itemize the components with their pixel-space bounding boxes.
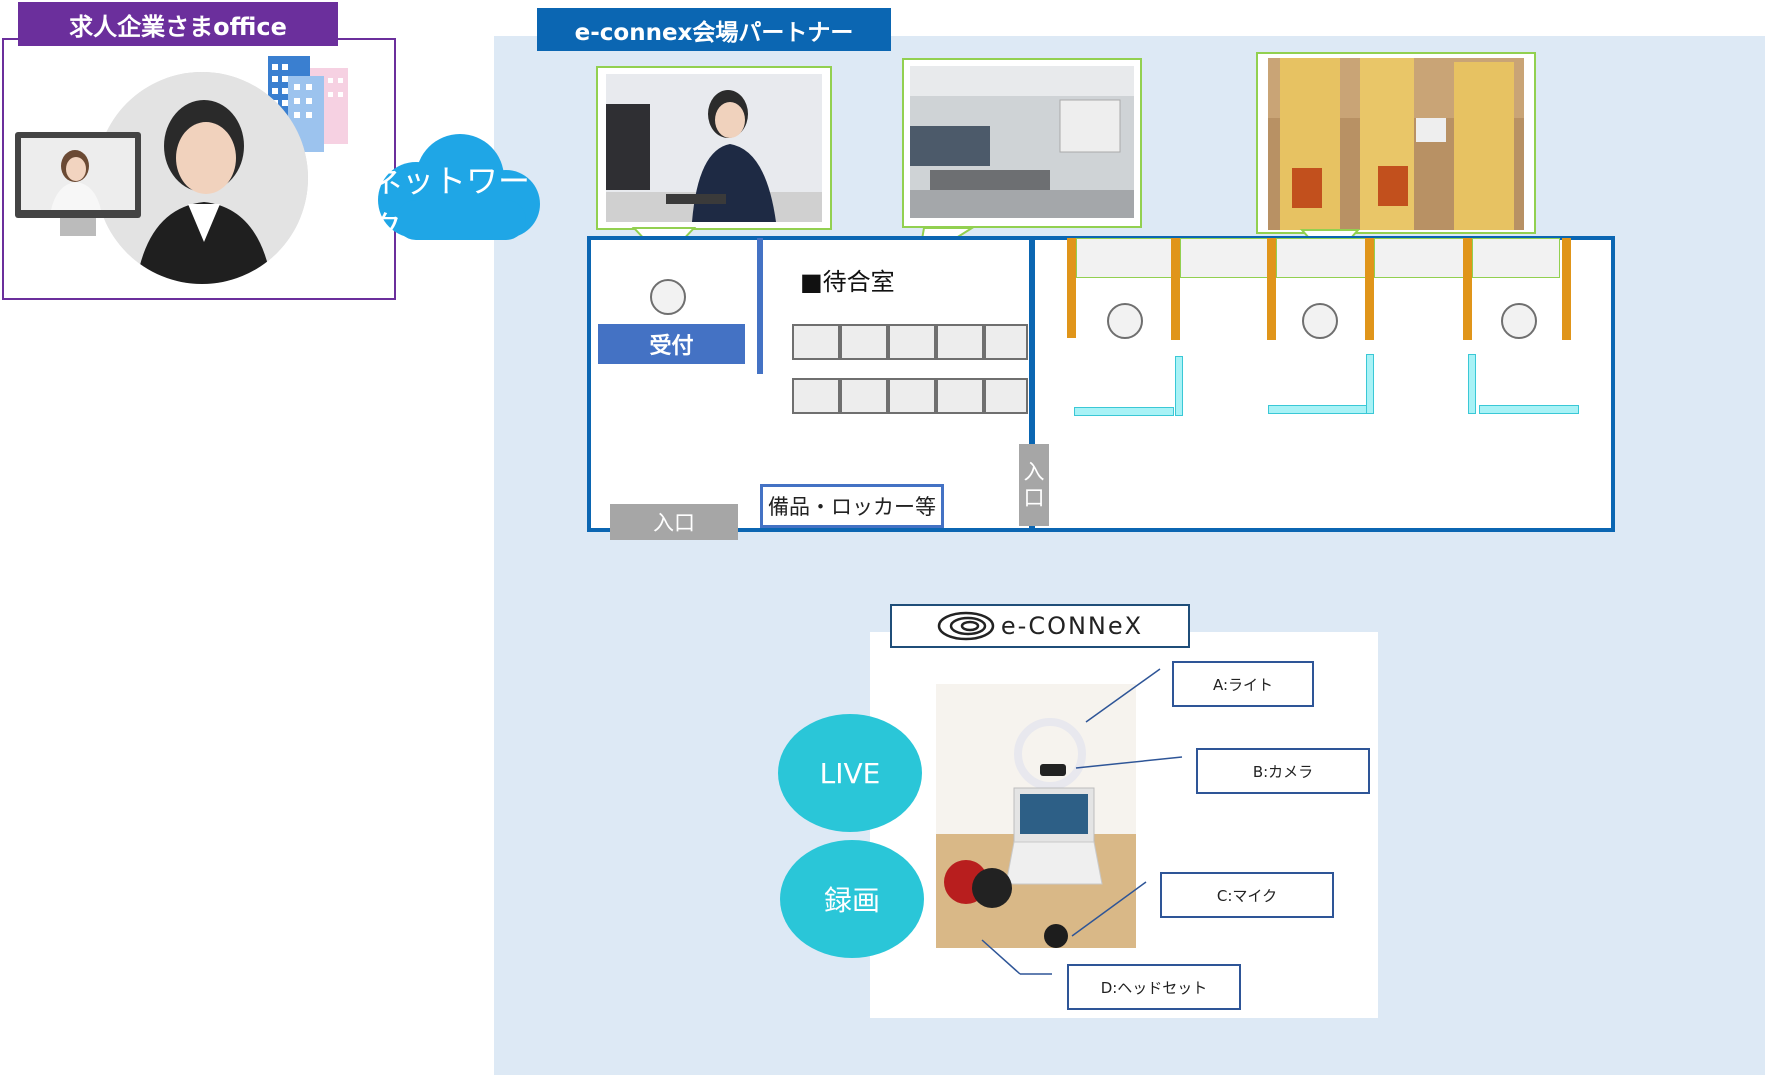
callout-microphone: C:マイク — [1160, 872, 1334, 918]
monitor-stand — [60, 218, 96, 236]
booth-desk — [1366, 354, 1374, 414]
booth-seat — [1501, 303, 1537, 339]
video-call-screen — [21, 138, 135, 210]
reception-partition — [757, 238, 763, 374]
booth-entrance-char: 入 — [1023, 460, 1045, 484]
booth-photo — [1268, 58, 1524, 230]
econnex-swirl-icon — [937, 611, 995, 641]
device-kit-photo — [936, 684, 1136, 948]
booth-floor — [1031, 236, 1615, 532]
booth-partition — [1463, 238, 1472, 340]
reception-photo — [606, 74, 822, 222]
booth-partition — [1562, 238, 1571, 340]
booth-partition — [1067, 238, 1076, 338]
waiting-seat — [984, 324, 1028, 360]
waiting-room-photo — [910, 66, 1134, 218]
booth-desk — [1074, 407, 1174, 416]
equipment-locker-area: 備品・ロッカー等 — [760, 484, 944, 528]
waiting-seat — [936, 324, 984, 360]
waiting-seat — [984, 378, 1028, 414]
waiting-seat — [888, 324, 936, 360]
booth-seat — [1107, 303, 1143, 339]
main-entrance: 入口 — [610, 504, 738, 540]
econnex-logo: e-CONNeX — [890, 604, 1190, 648]
booth-desk — [1479, 405, 1579, 414]
waiting-seat — [792, 378, 840, 414]
booth-top-panel — [1374, 238, 1464, 278]
booth-seat — [1302, 303, 1338, 339]
recording-mode-bubble: 録画 — [780, 840, 924, 958]
office-title: 求人企業さまoffice — [18, 2, 338, 46]
booth-partition — [1267, 238, 1276, 340]
reception-desk: 受付 — [598, 324, 745, 364]
receptionist-seat — [650, 279, 686, 315]
callout-headset: D:ヘッドセット — [1067, 964, 1241, 1010]
booth-entrance: 入 口 — [1019, 444, 1049, 526]
live-mode-bubble: LIVE — [778, 714, 922, 832]
econnex-logo-text: e-CONNeX — [1000, 612, 1144, 640]
booth-top-panel — [1076, 238, 1174, 278]
booth-desk — [1268, 405, 1368, 414]
waiting-seat — [888, 378, 936, 414]
waiting-seat — [840, 378, 888, 414]
booth-desk — [1468, 354, 1476, 414]
network-label: ネットワーク — [370, 162, 531, 246]
network-cloud-icon — [378, 134, 540, 240]
booth-desk — [1175, 356, 1183, 416]
waiting-seat — [840, 324, 888, 360]
callout-light: A:ライト — [1172, 661, 1314, 707]
booth-top-panel — [1180, 238, 1270, 278]
waiting-seat — [792, 324, 840, 360]
booth-entrance-char: 口 — [1023, 486, 1045, 510]
waiting-seat — [936, 378, 984, 414]
booth-top-panel — [1472, 238, 1560, 278]
booth-partition — [1365, 238, 1374, 340]
booth-partition — [1171, 238, 1180, 340]
callout-camera: B:カメラ — [1196, 748, 1370, 794]
partner-title: e-connex会場パートナー — [537, 8, 891, 51]
waiting-room-label: ■待合室 — [800, 268, 895, 296]
booth-top-panel — [1276, 238, 1366, 278]
